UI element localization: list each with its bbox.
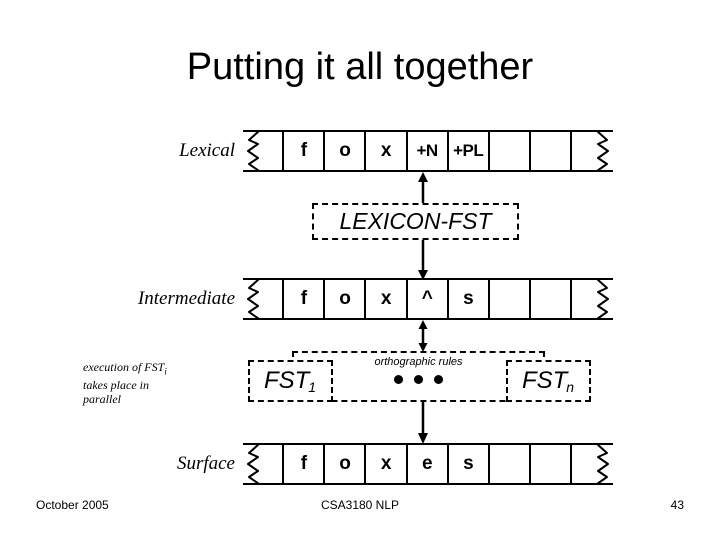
page-title: Putting it all together — [186, 46, 534, 88]
tape-cell: e — [408, 445, 449, 483]
fst-first-subscript: 1 — [308, 379, 317, 395]
tape-cell: o — [325, 132, 367, 170]
tape-cell: f — [284, 445, 326, 483]
arrow-lexicon-to-intermediate — [416, 240, 430, 280]
dot-icon — [414, 375, 423, 384]
tape-cell — [243, 132, 285, 170]
fst-first-box: FST1 — [248, 360, 333, 402]
tape-cell — [490, 445, 531, 483]
tape-label-lexical: Lexical — [179, 140, 235, 161]
lexicon-fst-label: LEXICON-FST — [339, 208, 492, 234]
tape-row-intermediate: Intermediate f o x ^ s — [138, 278, 613, 320]
tape-zigzag-left-icon — [243, 443, 265, 485]
orthographic-rules-label: orthographic rules — [374, 356, 463, 368]
tape-cell — [243, 280, 285, 318]
parallel-execution-note: execution of FSTi takes place in paralle… — [83, 360, 208, 406]
tape-zigzag-left-icon — [243, 130, 265, 172]
tape-intermediate: f o x ^ s — [243, 278, 613, 320]
tape-zigzag-right-icon — [591, 278, 613, 320]
tape-cell: s — [449, 445, 490, 483]
footer-date: October 2005 — [36, 498, 109, 512]
tape-cell: s — [449, 280, 490, 318]
tape-cell: +PL — [449, 132, 490, 170]
tape-cell: x — [366, 132, 408, 170]
slide-footer: October 2005 CSA3180 NLP 43 — [0, 498, 720, 514]
fst-first-label: FST1 — [264, 367, 317, 395]
tape-lexical: f o x +N +PL — [243, 130, 613, 172]
parallel-note-line-2: takes place in — [83, 378, 149, 393]
footer-page-number: 43 — [670, 498, 684, 512]
tape-cell: x — [366, 280, 408, 318]
fst-last-base: FST — [521, 367, 568, 394]
arrow-intermediate-to-rules — [416, 320, 430, 352]
lexicon-fst-box: LEXICON-FST — [312, 203, 519, 240]
tape-cell — [531, 280, 572, 318]
fst-last-label: FSTn — [522, 367, 575, 395]
tape-cell: o — [325, 445, 367, 483]
tape-cell: x — [366, 445, 408, 483]
parallel-note-subscript: i — [164, 366, 167, 377]
fst-first-base: FST — [263, 367, 310, 394]
tape-cell — [490, 280, 531, 318]
parallel-note-line-1: execution of FST — [83, 360, 165, 374]
tape-zigzag-right-icon — [591, 130, 613, 172]
arrow-rules-to-surface — [416, 402, 430, 444]
tape-cell — [490, 132, 531, 170]
tape-cell: f — [284, 280, 326, 318]
tape-cell — [531, 445, 572, 483]
tape-surface: f o x e s — [243, 443, 613, 485]
orthographic-rules-box: orthographic rules — [292, 351, 545, 402]
fst-last-box: FSTn — [506, 360, 591, 402]
tape-cell — [243, 445, 285, 483]
tape-row-lexical: Lexical f o x +N +PL — [179, 130, 613, 172]
tape-cell: o — [325, 280, 367, 318]
tape-zigzag-right-icon — [591, 443, 613, 485]
tape-zigzag-left-icon — [243, 278, 265, 320]
ellipsis-dots — [294, 375, 543, 384]
tape-cell: ^ — [408, 280, 449, 318]
tape-row-surface: Surface f o x e s — [177, 443, 613, 485]
dot-icon — [434, 375, 443, 384]
fst-last-subscript: n — [566, 379, 575, 395]
tape-cell — [531, 132, 572, 170]
footer-course: CSA3180 NLP — [320, 498, 400, 512]
tape-cell: f — [284, 132, 326, 170]
arrow-lexicon-to-lexical — [416, 172, 430, 203]
tape-label-intermediate: Intermediate — [137, 288, 235, 309]
tape-cell: +N — [408, 132, 449, 170]
parallel-note-line-3: parallel — [83, 392, 121, 407]
dot-icon — [394, 375, 403, 384]
tape-label-surface: Surface — [176, 453, 235, 474]
